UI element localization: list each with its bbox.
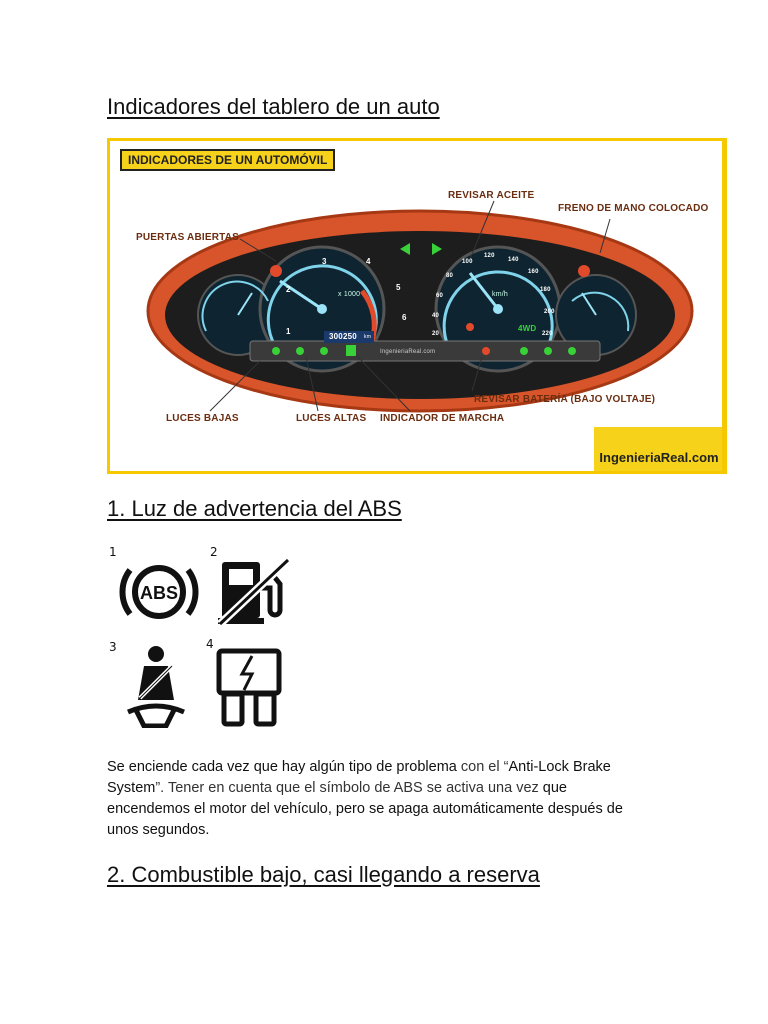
icon-number: 2 [210, 545, 218, 559]
rpm-unit: x 1000 [338, 291, 361, 298]
rpm-tick: 6 [402, 313, 407, 322]
abs-icon: ABS [119, 565, 199, 619]
speed-tick: 100 [462, 259, 473, 265]
rpm-tick: 2 [286, 285, 291, 294]
speed-tick: 160 [528, 269, 539, 275]
icon-number: 3 [109, 640, 117, 654]
label-puertas: PUERTAS ABIERTAS [136, 232, 240, 243]
speed-tick: 20 [432, 331, 440, 337]
paragraph-text: Se enciende cada vez que hay algún tipo … [107, 759, 457, 775]
speed-tick: 40 [432, 313, 440, 319]
page-title: Indicadores del tablero de un auto [107, 94, 440, 119]
rpm-tick: 3 [322, 257, 327, 266]
speed-tick: 80 [446, 273, 454, 279]
door-open-lamp [270, 265, 282, 277]
rpm-tick: 5 [396, 283, 401, 292]
label-revisar-aceite: REVISAR ACEITE [448, 190, 535, 201]
speed-tick: 200 [544, 309, 555, 315]
label-freno-mano: FRENO DE MANO COLOCADO [558, 203, 709, 214]
paragraph-text: que encendemos el motor del vehículo, pe… [107, 780, 623, 838]
oil-lamp [466, 323, 474, 331]
label-bateria: REVISAR BATERÍA (BAJO VOLTAJE) [474, 394, 656, 405]
fuel-icon [217, 558, 291, 626]
abs-description: Se enciende cada vez que hay algún tipo … [107, 757, 647, 841]
paragraph-text: ”. Tener en cuenta que el símbolo de ABS… [155, 780, 539, 796]
seatbelt-icon [127, 646, 185, 728]
dashboard-illustration [146, 200, 694, 413]
drive-mode: 4WD [518, 324, 537, 333]
svg-text:ABS: ABS [140, 583, 178, 603]
odometer-unit: km [364, 334, 372, 340]
fuse-icon [216, 648, 282, 727]
section-heading-fuel: 2. Combustible bajo, casi llegando a res… [107, 862, 540, 887]
dashboard-infographic: INDICADORES DE UN AUTOMÓVIL REVISAR ACEI… [107, 138, 727, 474]
speed-tick: 220 [542, 331, 553, 337]
label-luces-bajas: LUCES BAJAS [166, 413, 239, 424]
icon-number: 1 [109, 545, 117, 559]
parking-brake-lamp [578, 265, 590, 277]
dashboard-watermark: IngenieriaReal.com [380, 349, 436, 355]
paragraph-text: con el “ [456, 759, 509, 775]
infographic-title: INDICADORES DE UN AUTOMÓVIL [120, 149, 336, 171]
speed-tick: 180 [540, 287, 551, 293]
speed-tick: 120 [484, 253, 495, 259]
brand-logo: IngenieriaReal.com [594, 427, 722, 471]
speed-unit: km/h [492, 291, 508, 298]
rpm-tick: 4 [366, 257, 371, 266]
odometer-value: 300250 [329, 332, 357, 341]
label-luces-altas: LUCES ALTAS [296, 413, 367, 424]
speed-tick: 60 [436, 293, 444, 299]
rpm-tick: 1 [286, 327, 291, 336]
section-heading-abs: 1. Luz de advertencia del ABS [107, 496, 402, 521]
icon-number: 4 [206, 637, 214, 651]
paragraph-text: Anti-Lock Brake System [107, 759, 611, 796]
speed-tick: 140 [508, 257, 519, 263]
label-indicador-marcha: INDICADOR DE MARCHA [380, 413, 505, 424]
